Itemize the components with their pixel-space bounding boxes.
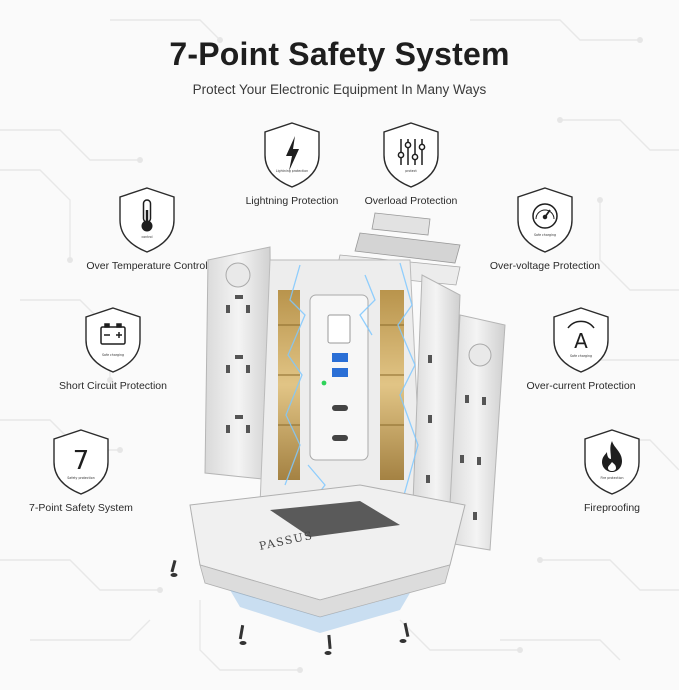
shortcircuit-caption: Safe charging bbox=[102, 353, 124, 357]
usb-c-port-2 bbox=[332, 435, 348, 441]
fireproof-shield-badge: Fire protection bbox=[584, 429, 640, 495]
temperature-shield-badge: control bbox=[119, 187, 175, 253]
feature-fireproofing: Fire protection Fireproofing bbox=[527, 428, 679, 514]
feature-over-temperature-control: control Over Temperature Control bbox=[62, 186, 232, 272]
overload-label: Overload Protection bbox=[364, 195, 458, 207]
overcurrent-shield-badge: A Safe charging bbox=[553, 307, 609, 373]
feature-over-voltage-protection: Safe charging Over-voltage Protection bbox=[460, 186, 630, 272]
lightning-shield-badge: Lightning protection bbox=[264, 122, 320, 188]
hexagonal-base: PASSUS bbox=[189, 484, 466, 633]
fireproof-caption: Fire protection bbox=[601, 476, 624, 480]
flame-icon bbox=[602, 441, 622, 472]
usb-c-port-1 bbox=[332, 405, 348, 411]
right-outlet-panel bbox=[411, 274, 506, 551]
temperature-caption: control bbox=[141, 235, 152, 239]
usb-a-port-2 bbox=[332, 368, 348, 377]
equalizer-sliders-icon bbox=[397, 139, 426, 165]
lightning-bolt-icon bbox=[286, 136, 299, 171]
feature-seven-point-safety: 7 Safety protection 7-Point Safety Syste… bbox=[0, 428, 166, 514]
overvoltage-shield-badge: Safe charging bbox=[517, 187, 573, 253]
usb-a-port-1 bbox=[332, 353, 348, 362]
feature-lightning-protection: Lightning protection Lightning Protectio… bbox=[207, 121, 377, 207]
ampere-icon: A bbox=[567, 320, 595, 353]
mounting-screws bbox=[170, 559, 410, 655]
overload-shield-badge: protect bbox=[383, 122, 439, 188]
page-title: 7-Point Safety System bbox=[169, 36, 510, 72]
sevenpoint-shield-badge: 7 Safety protection bbox=[53, 429, 109, 495]
overload-caption: protect bbox=[405, 169, 417, 173]
overvoltage-label: Over-voltage Protection bbox=[489, 260, 601, 272]
page-subtitle: Protect Your Electronic Equipment In Man… bbox=[192, 82, 487, 97]
temperature-label: Over Temperature Control bbox=[86, 260, 208, 272]
lightning-label: Lightning Protection bbox=[245, 195, 339, 207]
sevenpoint-label: 7-Point Safety System bbox=[29, 502, 133, 514]
battery-icon bbox=[100, 323, 126, 345]
shortcircuit-shield-badge: Safe charging bbox=[85, 307, 141, 373]
ampere-glyph: A bbox=[574, 329, 588, 353]
feature-over-current-protection: A Safe charging Over-current Protection bbox=[496, 306, 666, 392]
feature-overload-protection: protect Overload Protection bbox=[326, 121, 496, 207]
overvoltage-caption: Safe charging bbox=[534, 233, 556, 237]
sevenpoint-caption: Safety protection bbox=[67, 476, 95, 480]
exploded-power-strip-illustration: PASSUS bbox=[170, 212, 506, 655]
feature-short-circuit-protection: Safe charging Short Circuit Protection bbox=[28, 306, 198, 392]
thermometer-icon bbox=[141, 199, 153, 232]
gauge-icon bbox=[532, 203, 558, 229]
shortcircuit-label: Short Circuit Protection bbox=[59, 380, 167, 392]
inner-frame-with-copper-conductors bbox=[259, 259, 423, 506]
overcurrent-caption: Safe charging bbox=[570, 354, 592, 358]
lightning-caption: Lightning protection bbox=[276, 169, 308, 173]
power-led-indicator bbox=[321, 380, 327, 386]
overcurrent-label: Over-current Protection bbox=[526, 380, 636, 392]
number-seven-icon: 7 bbox=[73, 446, 90, 476]
fireproof-label: Fireproofing bbox=[583, 502, 641, 514]
